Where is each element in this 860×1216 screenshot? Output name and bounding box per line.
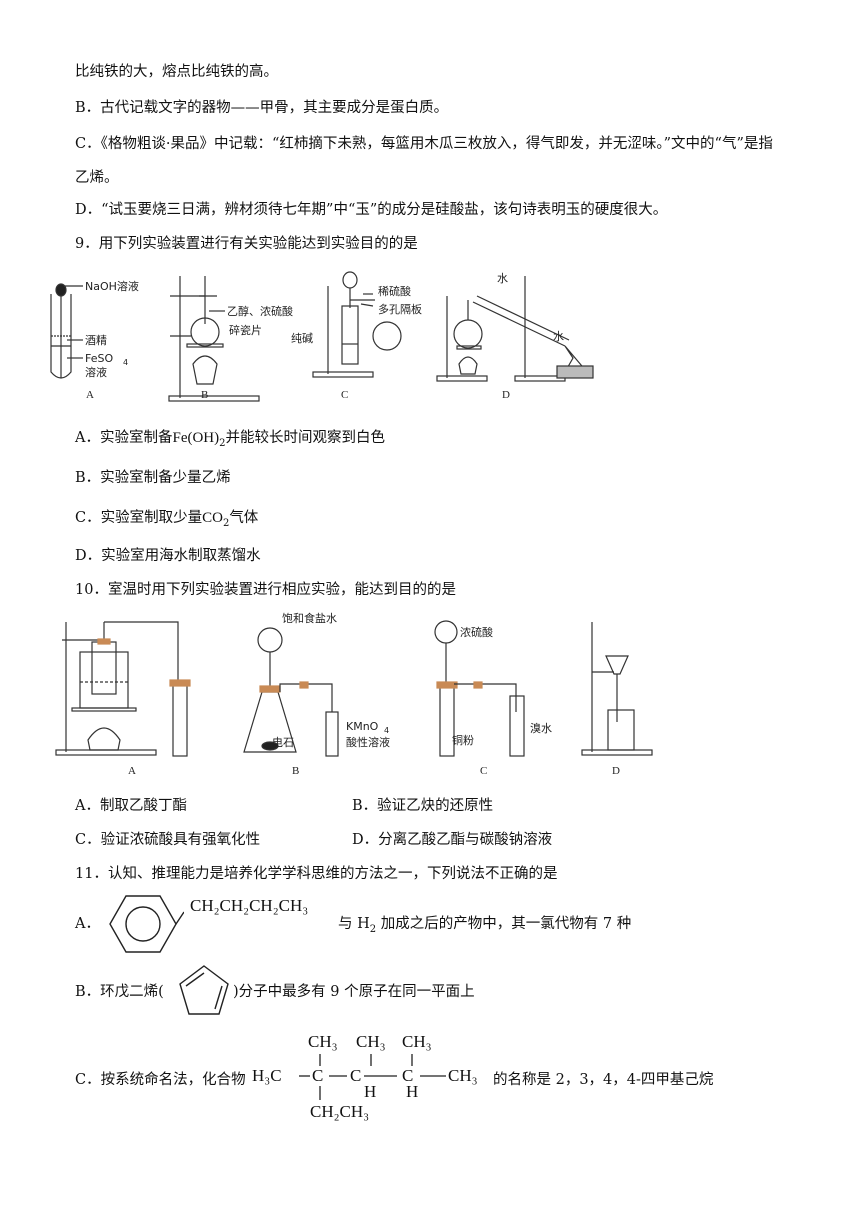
q11-struct-ch3-top1: CH₃ [308, 1032, 338, 1051]
q9-option-d: D．实验室用海水制取蒸馏水 [75, 548, 261, 564]
q9-apparatus-c [312, 271, 402, 378]
q11-option-b-prefix: B．环戊二烯( [75, 984, 164, 1000]
q11-option-b-suffix: )分子中最多有 9 个原子在同一平面上 [233, 984, 475, 1000]
q10-apparatus-figure: 饱和食盐水 电石 KMnO 4 酸性溶液 浓硫酸 铜粉 溴水 A B C D [55, 612, 653, 777]
q9-apparatus-d [436, 276, 594, 382]
q10-caption-c: C [480, 765, 487, 777]
q11-struct-h1: H [364, 1082, 377, 1101]
q11-struct-ch3-top2: CH₃ [356, 1032, 386, 1051]
q11-struct-h3c: H₃C [252, 1066, 282, 1085]
q10-label-copper: 铜粉 [452, 733, 474, 747]
q9-apparatus-b [168, 276, 260, 402]
q11-struct-c1: C [312, 1066, 324, 1085]
q9-label-porcelain: 碎瓷片 [229, 323, 262, 337]
q10-label-acidic-solution: 酸性溶液 [346, 735, 390, 749]
q9-option-c: C．实验室制取少量CO2气体 [75, 508, 258, 534]
q9-label-ethanol: 乙醇、浓硫酸 [227, 304, 293, 318]
q9-option-a-prefix: A．实验室制备 [75, 430, 173, 446]
q9-label-feso4-sub: 4 [123, 358, 128, 367]
q9-label-water-out: 水 [497, 272, 508, 285]
q10-option-a: A．制取乙酸丁酯 [75, 798, 187, 814]
q9-option-c-subscript: 2 [222, 517, 230, 529]
q9-caption-d: D [502, 389, 510, 401]
q11-struct-ch3-end: CH₃ [448, 1066, 478, 1085]
q11-struct-c2: C [350, 1066, 362, 1085]
q9-label-water-in: 水 [553, 330, 564, 343]
q9-label-feso4: FeSO [85, 352, 113, 365]
q9-option-c-formula: CO [202, 510, 223, 526]
q11-struct-h2: H [406, 1082, 419, 1101]
q9-apparatus-figure: NaOH溶液 酒精 FeSO 4 溶液 乙醇、浓硫酸 碎瓷片 稀硫酸 多孔隔板 … [50, 271, 594, 402]
q9-stem: 9．用下列实验装置进行有关实验能达到实验目的的是 [75, 236, 418, 252]
q9-option-a: A．实验室制备Fe(OH)2并能较长时间观察到白色 [75, 428, 385, 454]
q9-caption-b: B [201, 389, 208, 401]
q11-stem: 11．认知、推理能力是培养化学学科思维的方法之一，下列说法不正确的是 [75, 866, 558, 882]
q11-benzene-ring [109, 895, 184, 953]
q10-caption-d: D [612, 765, 620, 777]
q8-option-b: B．古代记载文字的器物——甲骨，其主要成分是蛋白质。 [75, 100, 449, 116]
q11-structural-formula: H₃C C CH₃ CH₂CH₃ CH₃ C H CH₃ C H CH₃ [252, 1030, 492, 1130]
q9-caption-a: A [86, 389, 94, 401]
q10-stem: 10．室温时用下列实验装置进行相应实验，能达到目的的是 [75, 582, 456, 598]
q11-struct-c3: C [402, 1066, 414, 1085]
q10-caption-b: B [292, 765, 299, 777]
q10-option-d: D．分离乙酸乙酯与碳酸钠溶液 [352, 832, 553, 848]
q9-option-c-prefix: C．实验室制取少量 [75, 510, 203, 526]
q10-option-c: C．验证浓硫酸具有强氧化性 [75, 832, 261, 848]
q8-option-c-line1: C．《格物粗谈·果品》中记载：“红柿摘下未熟，每篮用木瓜三枚放入，得气即发，并无… [75, 136, 773, 152]
q9-caption-c: C [341, 389, 348, 401]
q9-label-alcohol: 酒精 [85, 334, 107, 347]
q9-label-solution: 溶液 [85, 365, 107, 379]
q9-option-a-suffix: 并能较长时间观察到白色 [225, 430, 386, 446]
q10-label-kmno4: KMnO [346, 720, 379, 733]
q11-cyclopentadiene-ring [179, 965, 229, 1015]
q9-label-plate: 多孔隔板 [378, 302, 422, 316]
q10-apparatus-a [55, 621, 191, 757]
q11-struct-ethyl: CH₂CH₃ [310, 1102, 370, 1121]
q8-option-c-line2: 乙烯。 [75, 170, 119, 186]
q10-label-brine: 饱和食盐水 [282, 612, 337, 625]
q11-struct-ch3-top3: CH₃ [402, 1032, 432, 1051]
q10-label-kmno4-sub: 4 [384, 726, 389, 735]
q10-apparatus-c [434, 620, 525, 757]
q10-option-b: B．验证乙炔的还原性 [352, 798, 494, 814]
q11-option-a-suffix: 与 H2 加成之后的产物中，其一氯代物有 7 种 [338, 914, 631, 940]
q10-label-bromine-water: 溴水 [530, 721, 552, 735]
q9-option-a-subscript: 2 [219, 437, 226, 449]
q10-caption-a: A [128, 765, 136, 777]
q9-option-c-suffix: 气体 [229, 510, 259, 526]
q10-label-carbide: 电石 [272, 736, 294, 749]
q10-apparatus-b [243, 627, 339, 757]
q11-option-a-prefix: A． [75, 916, 100, 932]
q8-option-a-continuation: 比纯铁的大，熔点比纯铁的高。 [75, 64, 278, 80]
q9-label-dilute-acid: 稀硫酸 [378, 284, 411, 298]
q9-option-b: B．实验室制备少量乙烯 [75, 470, 231, 486]
q11-option-a-suffix-text: 加成之后的产物中，其一氯代物有 7 种 [376, 916, 632, 932]
q11-option-c-suffix: 的名称是 2，3，4，4-四甲基己烷 [493, 1072, 714, 1088]
q9-label-soda: 纯碱 [291, 332, 313, 345]
q9-label-naoh: NaOH溶液 [85, 279, 139, 293]
q10-apparatus-d [581, 622, 653, 756]
q10-label-conc-acid: 浓硫酸 [460, 625, 493, 639]
q11-option-a-h2-prefix: 与 H [338, 916, 370, 932]
q8-option-d: D．“试玉要烧三日满，辨材须待七年期”中“玉”的成分是硅酸盐，该句诗表明玉的硬度… [75, 202, 668, 218]
q11-option-a-chain: CH₂CH₂CH₂CH₃ [190, 896, 309, 915]
q11-option-c-prefix: C．按系统命名法，化合物 [75, 1072, 246, 1088]
q11-option-a-h2-sub: 2 [369, 923, 377, 935]
q9-option-a-formula: Fe(OH) [172, 430, 220, 446]
q9-apparatus-a [50, 283, 83, 379]
